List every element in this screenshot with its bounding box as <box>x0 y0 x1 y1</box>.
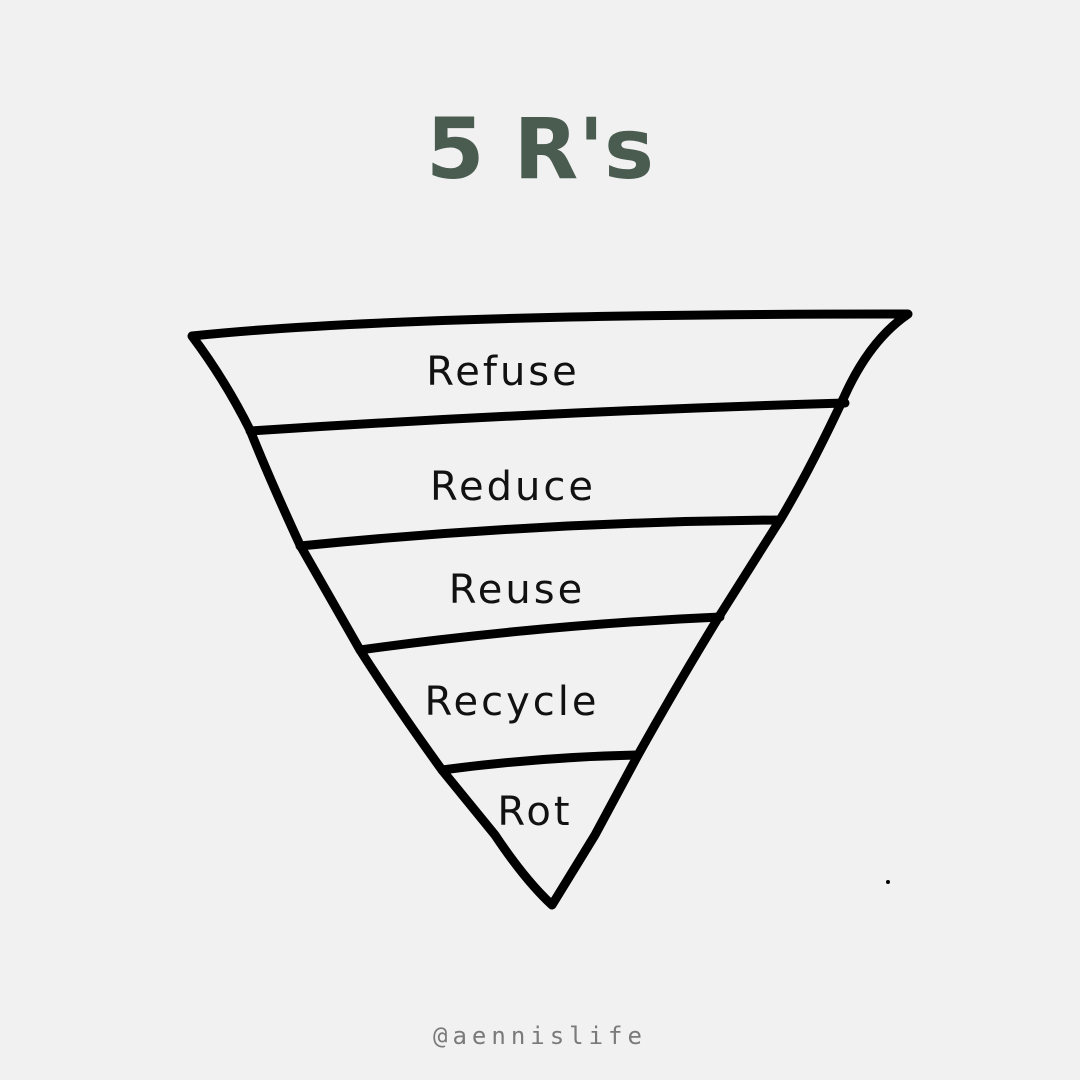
divider-1 <box>245 398 850 436</box>
level-refuse: Refuse <box>426 349 580 395</box>
level-reduce: Reduce <box>430 464 596 510</box>
level-recycle: Recycle <box>425 679 600 725</box>
divider-4 <box>437 750 643 775</box>
stray-dot <box>886 880 890 884</box>
divider-2 <box>295 515 785 551</box>
page-title: 5 R's <box>425 100 655 198</box>
pyramid-outline <box>187 309 913 910</box>
divider-3 <box>355 612 725 655</box>
author-handle: @aennislife <box>433 1022 647 1050</box>
level-rot: Rot <box>497 789 572 835</box>
level-reuse: Reuse <box>449 567 585 613</box>
